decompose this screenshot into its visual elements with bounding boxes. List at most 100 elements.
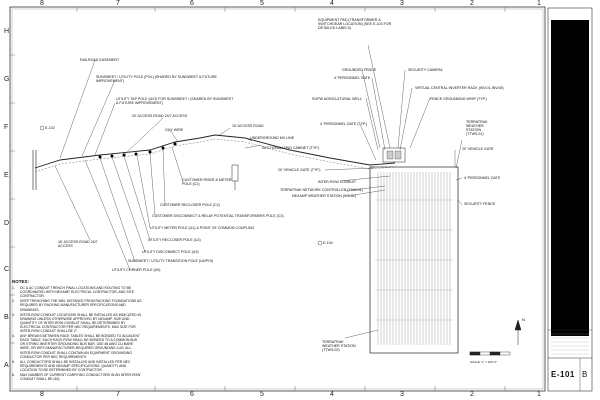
personnel-gate-top-label: 4' PERSONNEL GATE <box>334 76 371 80</box>
zone-row-f: F <box>4 124 9 131</box>
ref-e104-label: E-104 <box>323 241 333 245</box>
guy-wire-label: GUY WIRE <box>165 128 184 132</box>
note-number: 2. <box>12 299 15 304</box>
zone-col-3-top: 3 <box>400 0 404 7</box>
zone-col-7-top: 7 <box>116 0 120 7</box>
customer-disconnect-label: CUSTOMER DISCONNECT & RELAY POTENTIAL TR… <box>152 214 284 218</box>
pole-markers <box>98 142 177 159</box>
terratrak-ttws01-label: TERRATRAK WEATHER STATION (TTWS.01) <box>466 120 488 136</box>
column-ticks <box>76 7 506 391</box>
zone-col-1-bottom: 1 <box>537 391 541 398</box>
sunsweet-pole-label: SUNSWEET / UTILITY POLE (POL) (SHARED BY… <box>96 75 217 83</box>
railroad-easement-label: RAILROAD EASEMENT <box>80 58 120 62</box>
north-arrow <box>514 319 522 345</box>
zone-col-4-bottom: 4 <box>330 391 334 398</box>
access-road <box>34 138 396 173</box>
zone-row-b: B <box>4 314 9 321</box>
utility-disconnect-label: UTILITY DISCONNECT POLE (U3) <box>142 250 199 254</box>
nexamp-weather-label: NEXAMP WEATHER STATION (WS.01) <box>292 194 357 198</box>
terratrak-ttws02-label: TERRATRAK WEATHER STATION (TTWS.02) <box>322 340 356 352</box>
agricultural-well-label: SOPW AGRICULTURAL WELL <box>312 97 362 101</box>
security-camera-label: SECURITY CAMERA <box>408 68 443 72</box>
note-number: 5. <box>12 359 15 364</box>
inter-row-conduit-label: INTER-ROW CONDUIT <box>318 180 357 184</box>
underground-mv-label: UNDERGROUND MV LINE <box>250 136 295 140</box>
scale-label: SCALE: 1" = 100'-0" <box>470 360 497 364</box>
utility-tap-pole-label: UTILITY TAP POLE (U/O) FOR SUNSWEET / (S… <box>116 97 234 105</box>
mv-line <box>34 134 396 169</box>
cabinet <box>231 164 239 182</box>
sunsweet-transition-label: SUNSWEET / UTILITY TRANSITION POLE (U4/P… <box>128 259 214 263</box>
zone-col-2-bottom: 2 <box>470 391 474 398</box>
equipment-pad <box>382 147 406 163</box>
zone-row-c: C <box>4 266 10 273</box>
zone-col-1-top: 1 <box>537 0 541 7</box>
revision-letter: B <box>582 370 588 379</box>
note-number: 3. <box>12 312 15 317</box>
zone-col-4-top: 4 <box>330 0 334 7</box>
note-number: 4. <box>12 334 15 339</box>
personnel-gate-typ-label: 4' PERSONNEL GATE (TYP.) <box>320 122 368 126</box>
zone-col-7-bottom: 7 <box>116 391 120 398</box>
vehicle-gate-left-label: 20' VEHICLE GATE (TYP.) <box>278 168 321 172</box>
note-item: 5. ALL CONDUCTORS SHALL BE INSTALLED AND… <box>12 360 142 372</box>
note-item: 6. MAX NUMBER OF CURRENT CARRYING CONDUC… <box>12 373 142 381</box>
vehicle-gate-right-label: 20' VEHICLE GATE <box>462 147 494 151</box>
sheet-number: E-101 <box>551 370 575 379</box>
pv-array-rows <box>377 172 451 345</box>
zone-col-5-bottom: 5 <box>260 391 264 398</box>
note-item: 4. ANY BREAKS BETWEEN RACK TABLES SHALL … <box>12 334 142 359</box>
note-text: ANY BREAKS BETWEEN RACK TABLES SHALL BE … <box>20 334 140 359</box>
network-controller-label: TERRATRAK NETWORK CONTROLLER (TNW.01) <box>280 188 363 192</box>
note-text: KEEP TRENCHING THE MIN. DISTANCE FROM RA… <box>20 299 142 312</box>
customer-riser-label: CUSTOMER RISER & METER POLE (C1) <box>182 178 232 186</box>
sectionalizing-cabinet-label: SECTIONALIZING CABINET (TYP.) <box>262 146 320 150</box>
ref-e102-label: E-102 <box>45 126 55 130</box>
zone-row-h: H <box>4 28 10 35</box>
note-text: DC & AC CONDUIT TRENCH FINAL LOCATIONS A… <box>20 286 135 299</box>
zone-col-3-bottom: 3 <box>400 391 404 398</box>
row-ticks <box>10 54 15 344</box>
utility-recloser-label: UTILITY RECLOSER POLE (U2) <box>148 238 201 242</box>
security-fence-outline <box>369 166 459 354</box>
leader-lines-left <box>54 59 263 271</box>
customer-recloser-label: CUSTOMER RECLOSER POLE (C2) <box>160 203 220 207</box>
access-road-top-label: 20' ACCESS ROAD 24/7 ACCESS <box>132 114 188 118</box>
note-number: 1. <box>12 286 15 291</box>
utility-corner-label: UTILITY CORNER POLE (U5) <box>112 268 161 272</box>
note-text: INTER-ROW CONDUIT LOCATIONS SHALL BE INS… <box>20 312 141 334</box>
zone-col-8-top: 8 <box>40 0 44 7</box>
reference-markers <box>39 125 323 246</box>
general-notes: NOTES: 1. DC & AC CONDUIT TRENCH FINAL L… <box>12 279 142 382</box>
virtual-inverter-label: VIRTUAL CENTRAL INVERTER RACK (INV.01-IN… <box>415 86 504 90</box>
utility-meter-pole-label: UTILITY METER POLE (U1) & POINT OF COMMO… <box>150 226 255 230</box>
zone-col-2-top: 2 <box>470 0 474 7</box>
zone-row-e: E <box>4 172 9 179</box>
note-item: 3. INTER-ROW CONDUIT LOCATIONS SHALL BE … <box>12 313 142 333</box>
scale-bar <box>469 351 511 356</box>
security-fence-label: SECURITY FENCE <box>464 202 496 206</box>
north-label: N <box>522 317 525 322</box>
notes-title: NOTES: <box>12 279 30 284</box>
note-item: 2. KEEP TRENCHING THE MIN. DISTANCE FROM… <box>12 299 142 311</box>
note-text: ALL CONDUCTORS SHALL BE INSTALLED AND IN… <box>20 359 131 372</box>
fence-grounding-label: FENCE GROUNDING WHIP (TYP.) <box>430 97 487 101</box>
title-block: E-101 B <box>548 8 592 391</box>
title-block-logo-panel <box>551 20 589 336</box>
zone-row-a: A <box>4 362 9 369</box>
pv-array-cross <box>375 199 453 321</box>
equipment-pad-label: EQUIPMENT PAD (TRANSFORMER & SWITCHGEAR … <box>318 18 392 30</box>
zone-row-d: D <box>4 220 10 227</box>
personnel-gate-right-label: 4' PERSONNEL GATE <box>464 176 501 180</box>
note-item: 1. DC & AC CONDUIT TRENCH FINAL LOCATION… <box>12 286 142 298</box>
access-road-bottom-label: 16' ACCESS ROAD 24/7 ACCESS <box>58 240 98 248</box>
zone-col-6-top: 6 <box>190 0 194 7</box>
grounded-fence-label: GROUNDED FENCE <box>342 68 377 72</box>
zone-col-6-bottom: 6 <box>190 391 194 398</box>
zone-col-8-bottom: 8 <box>40 391 44 398</box>
zone-row-g: G <box>4 76 10 83</box>
note-text: MAX NUMBER OF CURRENT CARRYING CONDUCTOR… <box>20 372 141 382</box>
zone-col-5-top: 5 <box>260 0 264 7</box>
